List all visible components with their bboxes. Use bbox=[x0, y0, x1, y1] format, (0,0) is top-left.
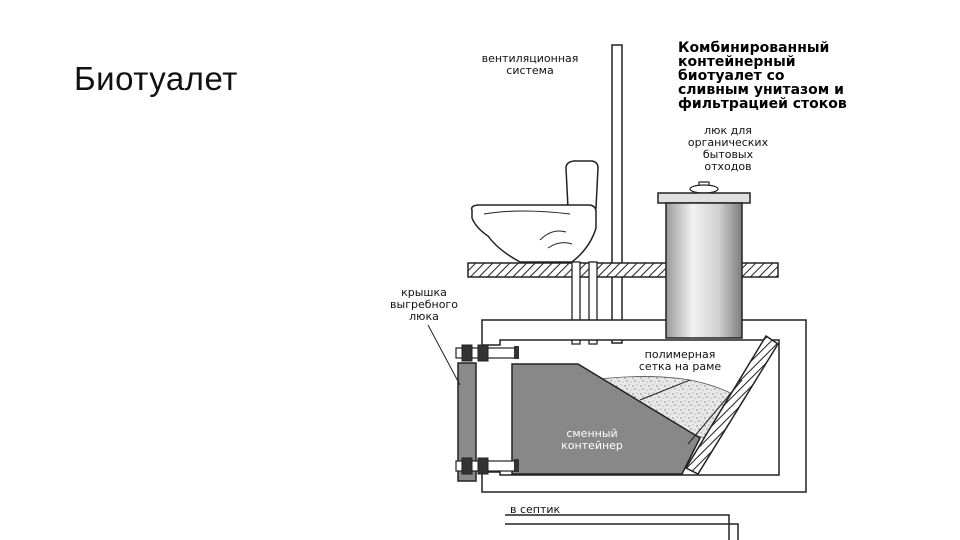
ventilation-pipe bbox=[611, 44, 623, 344]
leader-lines bbox=[427, 324, 691, 401]
drain-pipes bbox=[571, 261, 598, 345]
diagram-heading-line: Комбинированный bbox=[678, 40, 829, 56]
septic-pipe bbox=[505, 514, 739, 540]
diagram-heading-line: сливным унитазом и bbox=[678, 82, 844, 98]
container-label: сменный bbox=[566, 427, 617, 440]
replaceable-container bbox=[511, 363, 701, 475]
container-label: контейнер bbox=[561, 439, 623, 452]
organic-waste-cylinder bbox=[657, 181, 751, 339]
polymer-mesh bbox=[684, 334, 780, 475]
cover-label: люка bbox=[409, 310, 439, 323]
diagram-heading-line: фильтрацией стоков bbox=[678, 96, 847, 112]
toilet bbox=[470, 160, 599, 263]
organic-hatch-label: бытовых bbox=[703, 148, 754, 161]
hatch-cover bbox=[455, 344, 519, 482]
diagram-heading-line: контейнерный bbox=[678, 54, 796, 70]
mesh-label: полимерная bbox=[645, 348, 716, 361]
organic-hatch-label: отходов bbox=[704, 160, 751, 173]
pit-chamber bbox=[481, 319, 807, 493]
septic-label: в септик bbox=[510, 503, 561, 516]
cover-label: выгребного bbox=[390, 298, 458, 311]
organic-hatch-label: люк для bbox=[704, 124, 752, 137]
slide-title: Биотуалет bbox=[74, 60, 238, 97]
ventilation-label: вентиляционная bbox=[482, 52, 579, 65]
mesh-label: сетка на раме bbox=[639, 360, 722, 373]
diagram-heading-line: биотуалет со bbox=[678, 68, 785, 84]
ventilation-label: система bbox=[506, 64, 553, 77]
cover-label: крышка bbox=[401, 286, 447, 299]
organic-hatch-label: органических bbox=[688, 136, 769, 149]
